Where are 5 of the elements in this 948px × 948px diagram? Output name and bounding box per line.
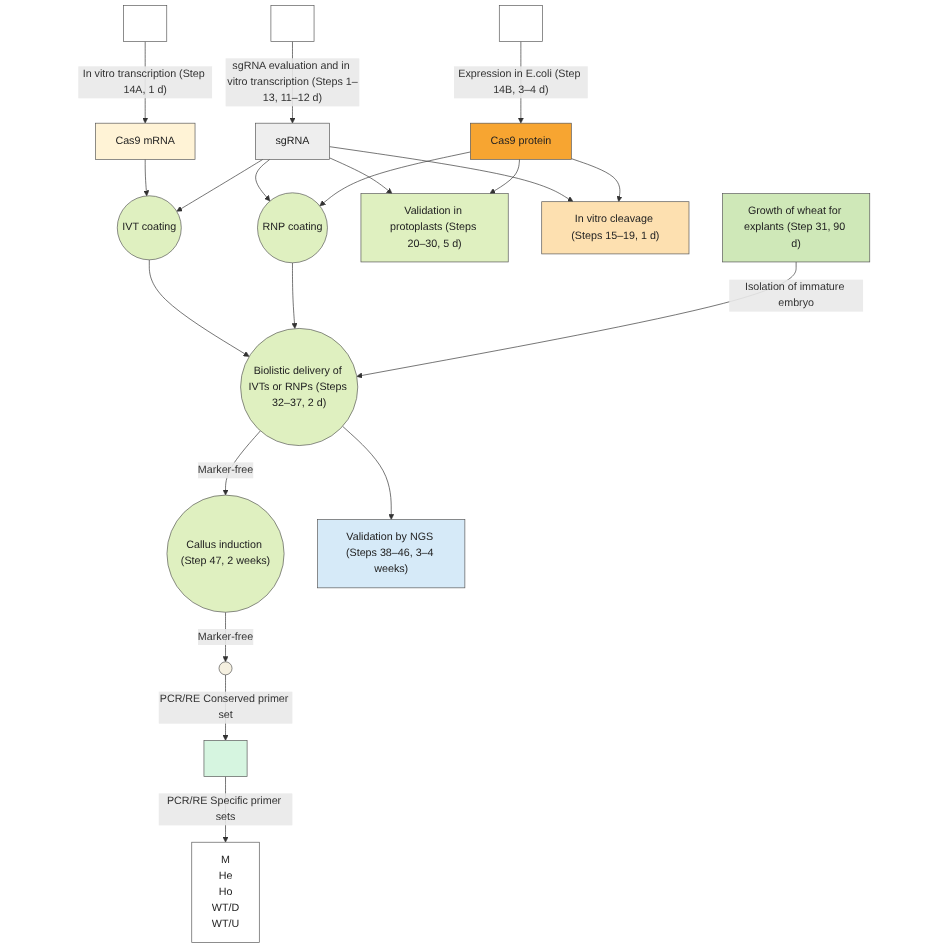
node-circle [218, 661, 233, 676]
node-box [498, 5, 543, 42]
node-box [123, 5, 168, 42]
node-box [203, 740, 248, 777]
node-box [270, 5, 315, 42]
